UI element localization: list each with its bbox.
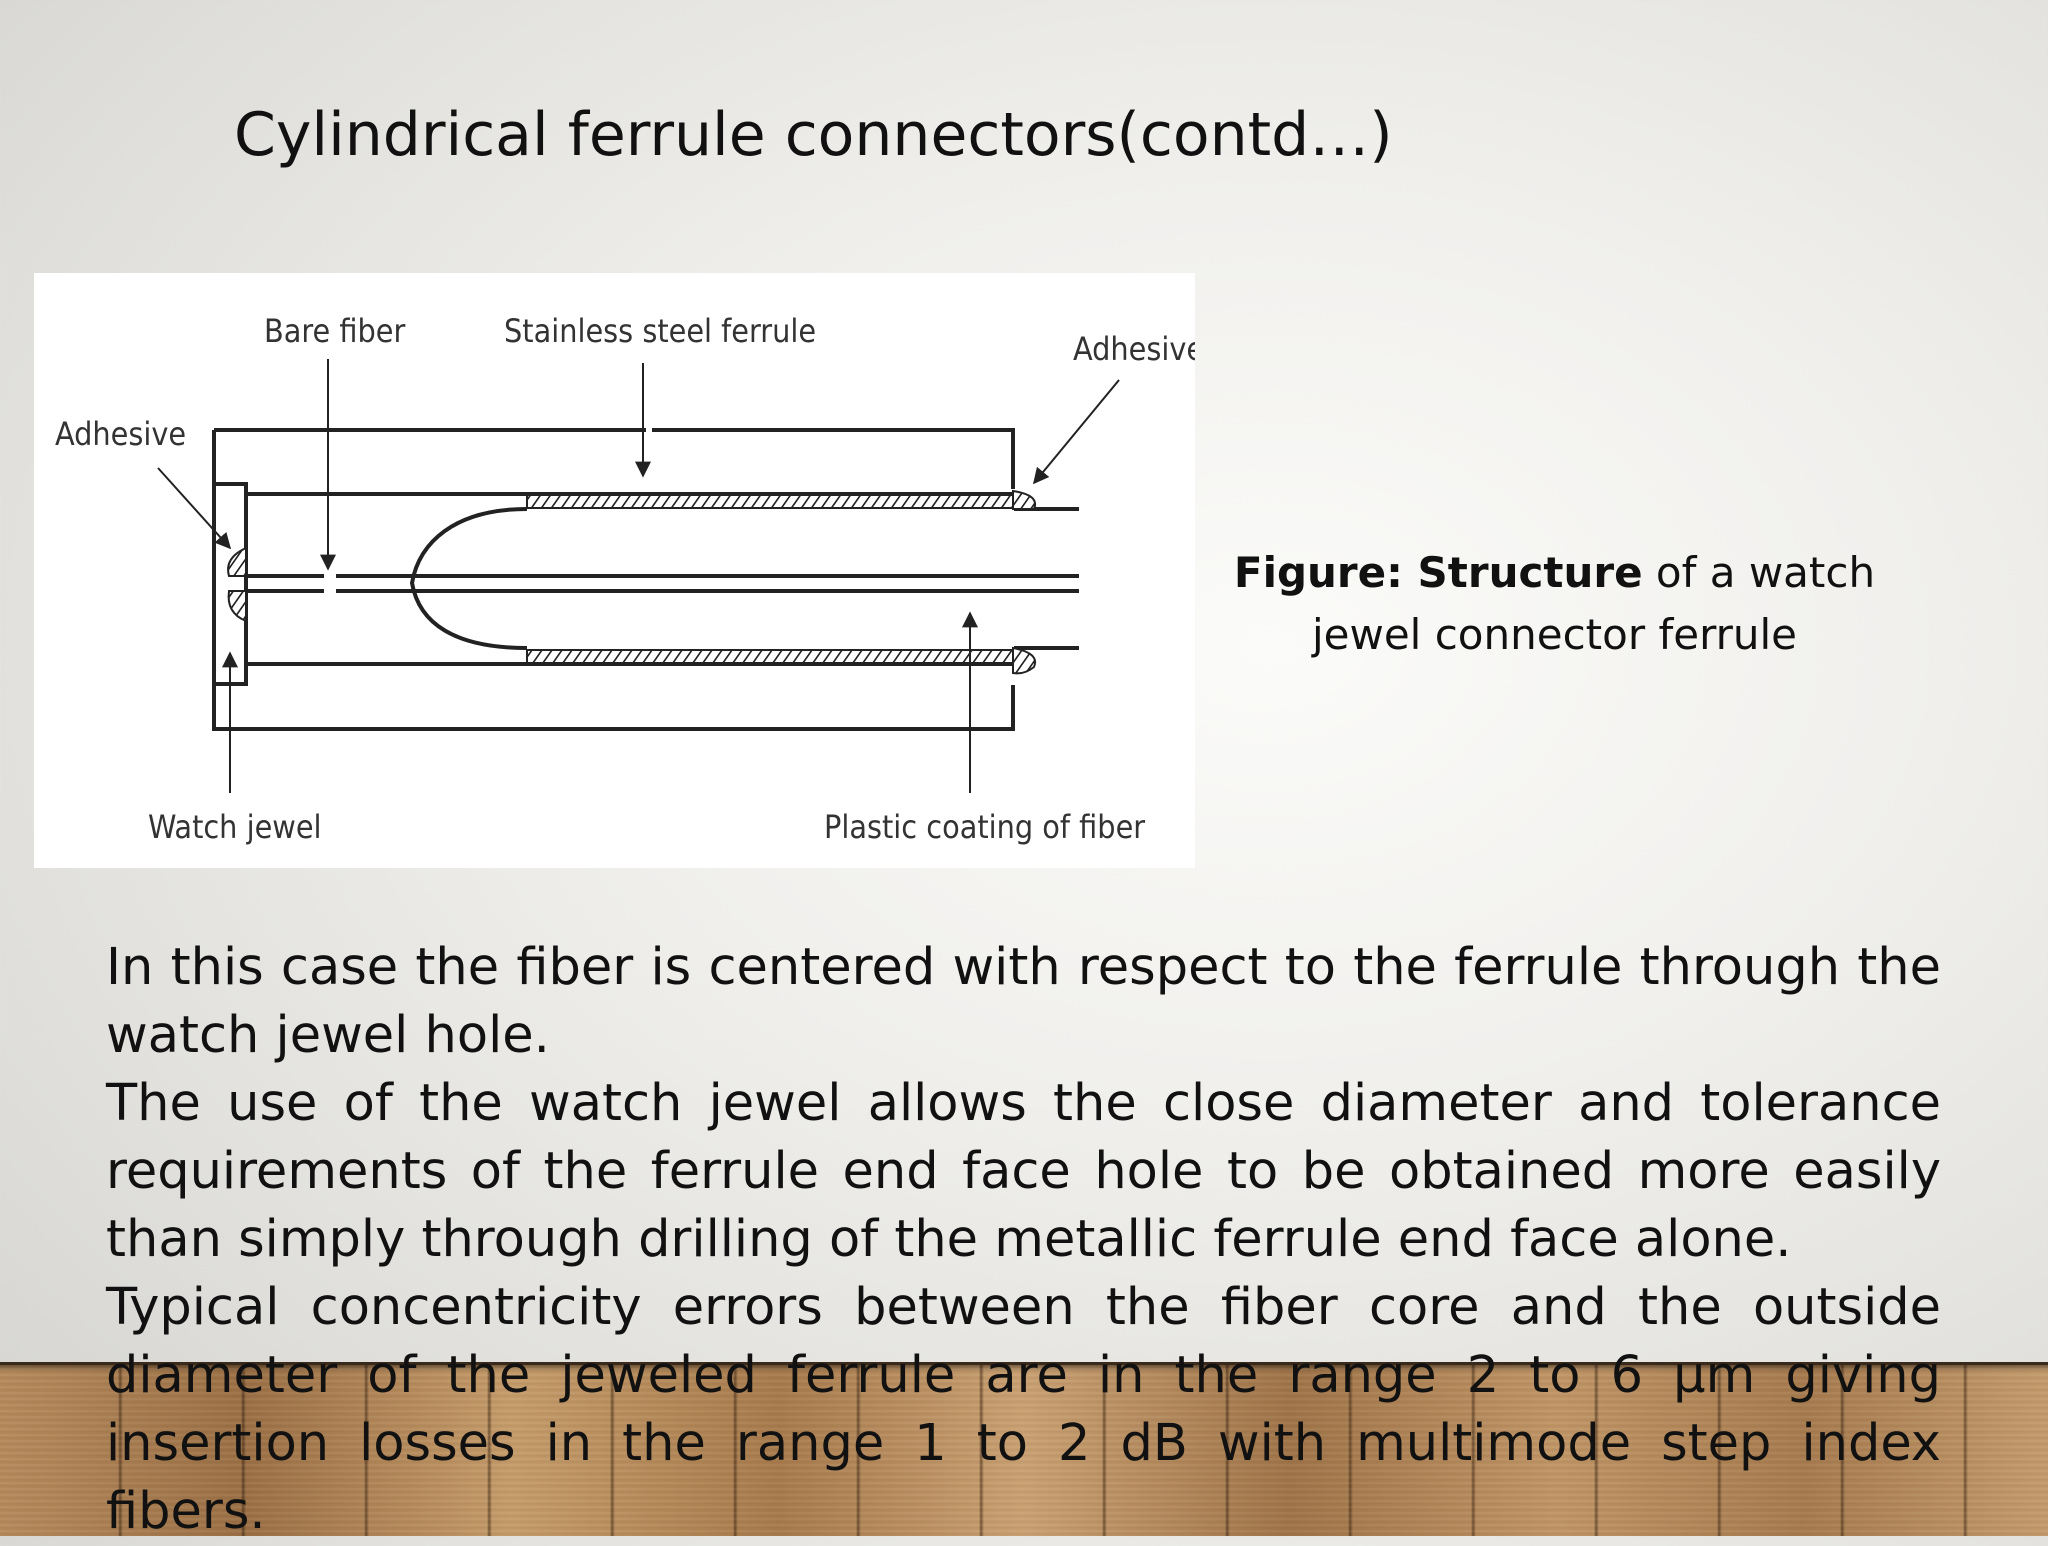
adhesive-right-blobs	[1012, 489, 1036, 675]
figure-caption: Figure: Structure of a watch jewel conne…	[1198, 542, 1911, 666]
ferrule-diagram: Bare fiber Stainless steel ferrule Adhes…	[34, 273, 1195, 868]
label-plastic-coating: Plastic coating of fiber	[824, 808, 1145, 846]
label-stainless-steel-ferrule: Stainless steel ferrule	[504, 312, 816, 350]
paragraph-2: The use of the watch jewel allows the cl…	[106, 1074, 1941, 1269]
body-text: In this case the fiber is centered with …	[106, 934, 1941, 1546]
floor-edge-line	[0, 1362, 2048, 1365]
label-adhesive-right: Adhesive	[1073, 330, 1195, 368]
watch-jewel-plate	[212, 482, 248, 686]
label-adhesive-left: Adhesive	[55, 415, 186, 453]
label-bare-fiber: Bare fiber	[264, 312, 406, 350]
paragraph-1: In this case the fiber is centered with …	[106, 938, 1941, 1065]
wooden-floor-background	[0, 1362, 2048, 1536]
label-watch-jewel: Watch jewel	[148, 808, 322, 846]
leader-arrows	[157, 359, 1120, 793]
plastic-coating-hatch	[526, 494, 1020, 664]
ferrule-outer-body	[212, 428, 1015, 731]
ferrule-bore	[246, 492, 1079, 666]
caption-rest: of a watch jewel connector ferrule	[1311, 548, 1876, 659]
slide-title: Cylindrical ferrule connectors(contd…)	[234, 100, 1393, 170]
paragraph-3: Typical concentricity errors between the…	[106, 1278, 1941, 1541]
fiber-core	[239, 507, 1079, 650]
wooden-floor-grain	[0, 1362, 2048, 1536]
caption-bold: Figure: Structure	[1233, 548, 1643, 597]
